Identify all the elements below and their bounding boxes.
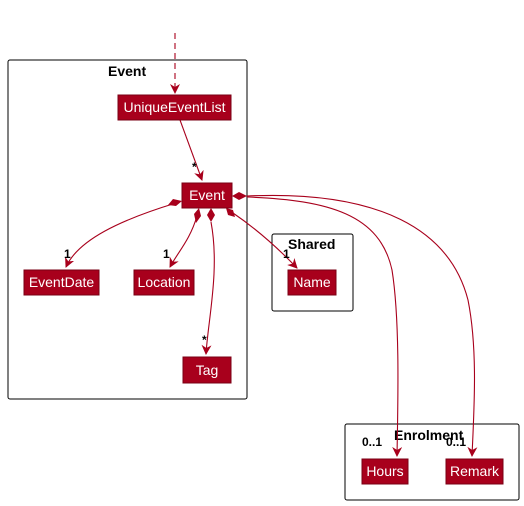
- composition-diamond-name: [226, 208, 235, 217]
- class-name-label: Name: [293, 274, 331, 290]
- class-tag-label: Tag: [196, 362, 219, 378]
- class-location-label: Location: [138, 274, 191, 290]
- class-event-label: Event: [189, 187, 225, 203]
- composition-diamond-tag: [207, 208, 215, 222]
- composition-diamond-eventdate: [168, 199, 182, 206]
- class-event-date: EventDate: [23, 269, 100, 296]
- class-unique-event-list: UniqueEventList: [117, 94, 232, 121]
- multiplicity-list-event: *: [192, 160, 197, 174]
- class-name: Name: [287, 269, 337, 296]
- composition-diamond-hours: [232, 192, 247, 200]
- edge-event-eventdate: [65, 202, 177, 268]
- class-event-date-label: EventDate: [29, 274, 95, 290]
- edge-uniqueeventlist-event: [179, 119, 204, 181]
- package-enrolment: Enrolment: [344, 423, 520, 501]
- class-tag: Tag: [182, 356, 232, 384]
- edge-event-name: [232, 212, 298, 269]
- multiplicity-name: 1: [283, 247, 290, 261]
- edge-event-hours: [246, 196, 403, 457]
- edge-event-tag: [201, 221, 215, 355]
- class-hours: Hours: [361, 458, 409, 485]
- package-event-title: Event: [108, 63, 146, 79]
- multiplicity-eventdate: 1: [64, 247, 71, 261]
- class-event: Event: [181, 182, 233, 209]
- package-shared: Shared: [271, 233, 354, 312]
- multiplicity-hours: 0..1: [362, 435, 382, 449]
- class-remark: Remark: [445, 458, 504, 485]
- composition-diamond-location: [194, 208, 201, 223]
- multiplicity-remark: 0..1: [446, 435, 466, 449]
- class-unique-event-list-label: UniqueEventList: [124, 99, 226, 115]
- class-hours-label: Hours: [366, 463, 403, 479]
- edge-event-location: [169, 215, 198, 268]
- class-remark-label: Remark: [450, 463, 500, 479]
- multiplicity-tag: *: [202, 333, 207, 347]
- multiplicity-location: 1: [163, 247, 170, 261]
- package-event: Event: [7, 59, 248, 400]
- class-location: Location: [133, 269, 195, 296]
- package-enrolment-title: Enrolment: [394, 427, 464, 443]
- package-shared-title: Shared: [288, 236, 335, 252]
- edge-event-remark: [246, 194, 478, 457]
